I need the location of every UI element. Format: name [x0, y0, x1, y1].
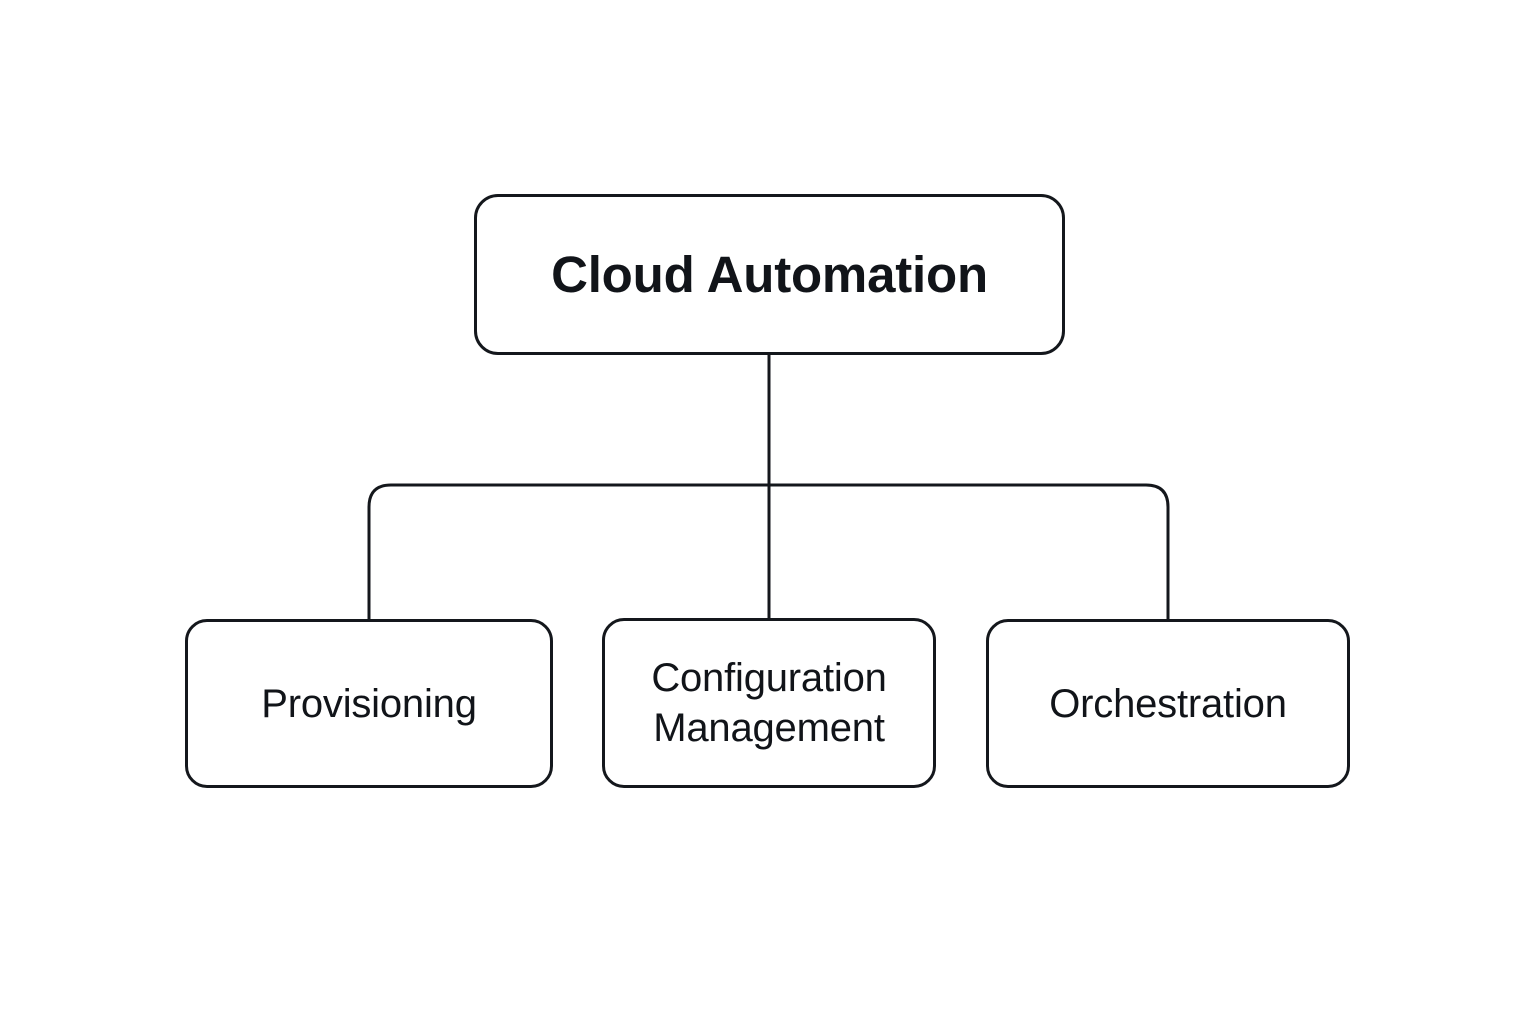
- node-orchestration[interactable]: Orchestration: [986, 619, 1350, 788]
- node-cloud-automation[interactable]: Cloud Automation: [474, 194, 1065, 355]
- node-provisioning[interactable]: Provisioning: [185, 619, 553, 788]
- node-label-orchestration: Orchestration: [1049, 681, 1287, 726]
- node-configuration-management[interactable]: Configuration Management: [602, 618, 936, 788]
- connector-root-to-right: [769, 483, 1170, 619]
- connector-root-to-left: [367, 483, 769, 619]
- node-label-cloud-automation: Cloud Automation: [551, 245, 988, 303]
- node-label-configuration-management: Configuration Management: [651, 656, 887, 750]
- node-label-provisioning: Provisioning: [261, 681, 477, 726]
